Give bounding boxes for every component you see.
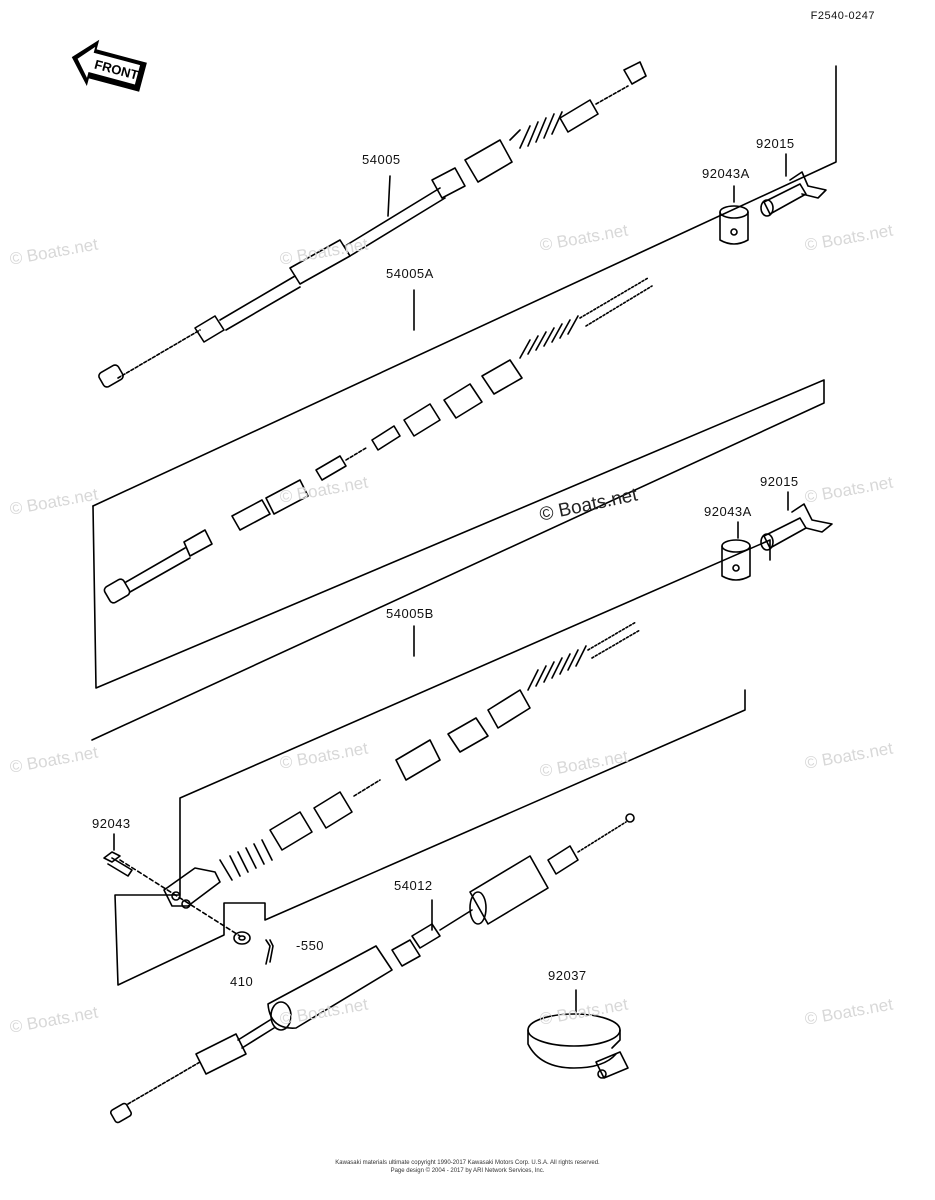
cable-54005 (98, 61, 647, 388)
footer-copyright: Kawasaki materials ultimate copyright 19… (335, 1160, 600, 1166)
label-54005b: 54005B (386, 606, 434, 621)
label-550: -550 (296, 938, 324, 953)
cable-54012 (110, 813, 635, 1124)
label-92043a-mid: 92043A (704, 504, 752, 519)
label-92015-top: 92015 (756, 136, 795, 151)
part-92015-top (760, 171, 827, 217)
part-550-cotter-pin (265, 939, 274, 965)
group-outline-54005b (114, 539, 771, 986)
part-92043a-top (719, 205, 749, 245)
label-54005a: 54005A (386, 266, 434, 281)
cable-54005a (103, 277, 653, 604)
label-54005: 54005 (362, 152, 401, 167)
footer-page-design: Page design © 2004 - 2017 by ARI Network… (390, 1168, 545, 1174)
part-410-washer (233, 931, 251, 945)
group-outline-54005a (91, 379, 825, 741)
cable-54005b (163, 621, 641, 909)
label-550-dash: - (296, 938, 301, 953)
label-550-text: 550 (300, 938, 325, 953)
reference-code: F2540-0247 (810, 10, 875, 22)
label-92015-mid: 92015 (760, 474, 799, 489)
label-92043a-top: 92043A (702, 166, 750, 181)
part-92037-clamp (527, 1013, 629, 1079)
label-410: 410 (230, 974, 254, 989)
part-92043 (103, 851, 241, 937)
front-arrow-icon: FRONT (71, 39, 147, 92)
part-92043a-mid (721, 539, 751, 581)
label-92043: 92043 (92, 816, 131, 831)
part-92015-mid (760, 503, 833, 551)
group-outline-54005 (92, 65, 837, 507)
label-54012: 54012 (394, 878, 433, 893)
label-92037: 92037 (548, 968, 587, 983)
